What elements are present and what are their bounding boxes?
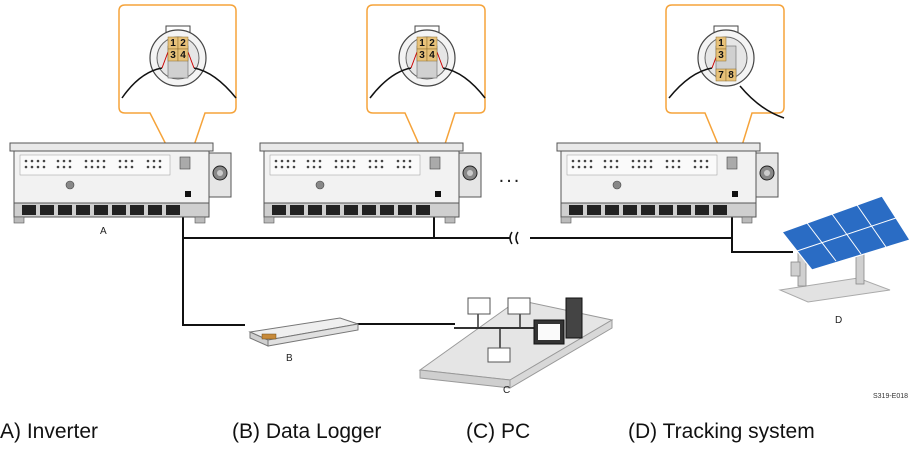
pin-label: 4 [180, 50, 186, 61]
pin-label: 3 [170, 50, 176, 61]
inverter-3 [556, 142, 779, 224]
system-diagram: 1 2 3 4 1 2 3 4 1 3 7 8 ... [9, 4, 911, 400]
cable-break-icon [509, 231, 519, 245]
pin-label: 3 [718, 50, 724, 61]
pin-label: 7 [718, 70, 724, 81]
pin-label: 3 [419, 50, 425, 61]
data-logger [248, 317, 359, 347]
legend-tracking-system: (D) Tracking system [628, 420, 815, 443]
pin-label: 2 [429, 38, 435, 49]
legend-data-logger: (B) Data Logger [232, 420, 382, 443]
pin-label: 8 [728, 70, 734, 81]
inverter-2 [259, 142, 482, 224]
figure-code: S319-E018 [873, 393, 908, 400]
label-data-logger: B [286, 353, 293, 364]
inverter-1 [9, 142, 232, 224]
pin-group-1: 1 2 3 4 [167, 36, 189, 62]
pin-label: 2 [180, 38, 186, 49]
connector-2 [369, 25, 486, 99]
label-tracking-system: D [835, 315, 842, 326]
pc-network [418, 297, 614, 389]
legend: A) Inverter (B) Data Logger (C) PC (D) T… [0, 420, 917, 450]
cable-to-tracking [731, 238, 793, 253]
legend-inverter: A) Inverter [0, 420, 99, 443]
pin-label: 4 [429, 50, 435, 61]
legend-pc: (C) PC [466, 420, 531, 443]
pin-group-3: 1 3 7 8 [715, 36, 737, 82]
tracking-system [778, 195, 911, 303]
label-pc: C [503, 385, 510, 396]
pin-group-2: 1 2 3 4 [416, 36, 438, 62]
pin-label: 1 [170, 38, 176, 49]
label-inverter: A [100, 226, 107, 237]
ellipsis: ... [499, 165, 522, 187]
connector-1 [121, 25, 237, 99]
pin-label: 1 [718, 38, 724, 49]
bus-cable-a-b [182, 178, 245, 326]
pin-label: 1 [419, 38, 425, 49]
